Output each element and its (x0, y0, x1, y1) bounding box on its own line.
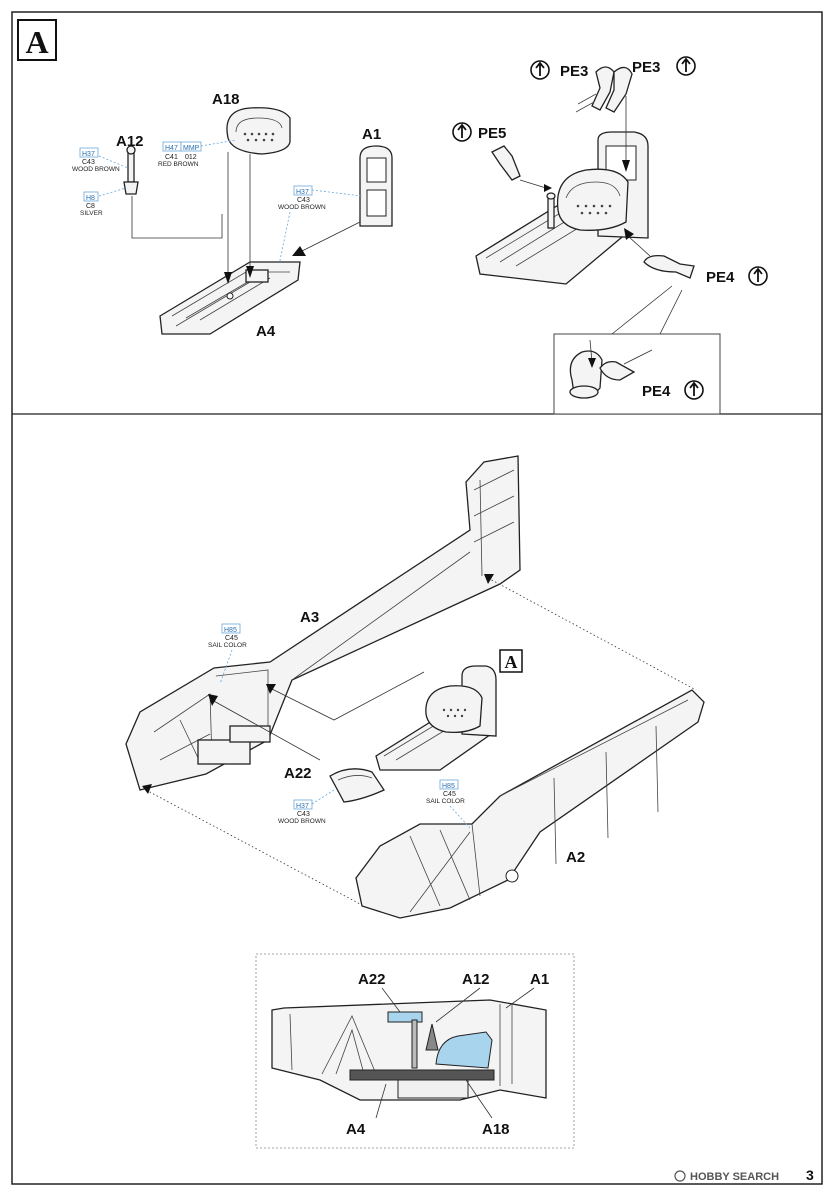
svg-text:H37: H37 (82, 151, 95, 158)
svg-text:RED BROWN: RED BROWN (158, 161, 199, 168)
part-a12-stick (123, 145, 139, 195)
inset-label-a1: A1 (530, 971, 549, 988)
svg-text:H8: H8 (86, 195, 95, 202)
callout-a18-color: H47 MMP C41 012 RED BROWN (158, 141, 202, 168)
callout-a3-color: H85 C45 SAIL COLOR (208, 623, 247, 649)
callout-a12-color: H37 C43 WOOD BROWN (72, 147, 120, 173)
part-pe3-belts (575, 66, 633, 113)
label-pe3-right: PE3 (632, 59, 660, 76)
assembled-seat-unit (475, 131, 649, 285)
part-a18-seat (226, 107, 291, 155)
svg-text:WOOD BROWN: WOOD BROWN (72, 166, 120, 173)
svg-text:012: 012 (185, 154, 197, 161)
inset-floor (349, 1069, 495, 1081)
pe3-right-up-arrow-icon (676, 56, 696, 76)
label-pe5: PE5 (478, 125, 506, 142)
svg-text:H37: H37 (296, 803, 309, 810)
svg-text:MMP: MMP (183, 145, 200, 152)
part-a2-fuselage-half (355, 689, 705, 919)
part-pe5 (491, 145, 521, 181)
pe4-detail-up-arrow-icon (684, 380, 704, 400)
callout-a2-color: H85 C45 SAIL COLOR (426, 779, 465, 805)
label-a3: A3 (300, 609, 319, 626)
label-pe4-detail: PE4 (642, 383, 671, 400)
page-number: 3 (806, 1167, 814, 1183)
pe5-up-arrow-icon (452, 122, 472, 142)
inset-label-a12: A12 (462, 971, 490, 988)
callout-a1-color: H37 C43 WOOD BROWN (278, 185, 326, 211)
part-pe4 (643, 254, 695, 279)
label-a4: A4 (256, 323, 276, 340)
inset-label-a4: A4 (346, 1121, 366, 1138)
svg-text:H85: H85 (442, 783, 455, 790)
callout-a22-color: H37 C43 WOOD BROWN (278, 799, 326, 825)
label-a12: A12 (116, 133, 144, 150)
label-a2: A2 (566, 849, 585, 866)
assembled-seat-mid (375, 665, 497, 771)
part-a22-panel (329, 768, 385, 803)
svg-text:C8: C8 (86, 203, 95, 210)
step-marker: A (17, 19, 57, 61)
label-a22: A22 (284, 765, 312, 782)
svg-text:SAIL COLOR: SAIL COLOR (208, 642, 247, 649)
pe3-left-up-arrow-icon (530, 60, 550, 80)
svg-text:C45: C45 (225, 635, 238, 642)
watermark-text: HOBBY SEARCH (690, 1171, 779, 1183)
label-pe3-left: PE3 (560, 63, 588, 80)
svg-text:H37: H37 (296, 189, 309, 196)
svg-text:H85: H85 (224, 627, 237, 634)
label-a1: A1 (362, 126, 381, 143)
step-letter: A (25, 24, 48, 60)
inset-label-a18: A18 (482, 1121, 510, 1138)
svg-text:SILVER: SILVER (80, 210, 103, 217)
label-pe4: PE4 (706, 269, 735, 286)
svg-text:C43: C43 (82, 159, 95, 166)
pe4-up-arrow-icon (748, 266, 768, 286)
page-frame (11, 11, 823, 1185)
svg-text:H47: H47 (165, 145, 178, 152)
part-a1-frame (359, 145, 393, 227)
callout-a12-metal: H8 C8 SILVER (80, 191, 103, 217)
sub-step-letter: A (505, 652, 518, 672)
label-a18: A18 (212, 91, 240, 108)
watermark: HOBBY SEARCH (674, 1170, 779, 1183)
sub-step-marker: A (499, 649, 523, 673)
inset-label-a22: A22 (358, 971, 386, 988)
inset-a22-panel (387, 1011, 423, 1023)
svg-text:C41: C41 (165, 154, 178, 161)
cockpit-cutaway-inset (255, 953, 575, 1149)
svg-text:C43: C43 (297, 197, 310, 204)
inset-a18-seat (435, 1031, 493, 1069)
svg-text:SAIL COLOR: SAIL COLOR (426, 798, 465, 805)
svg-text:WOOD BROWN: WOOD BROWN (278, 818, 326, 825)
pe4-detail-box (553, 285, 721, 415)
svg-text:C43: C43 (297, 811, 310, 818)
svg-text:C45: C45 (443, 791, 456, 798)
svg-text:WOOD BROWN: WOOD BROWN (278, 204, 326, 211)
